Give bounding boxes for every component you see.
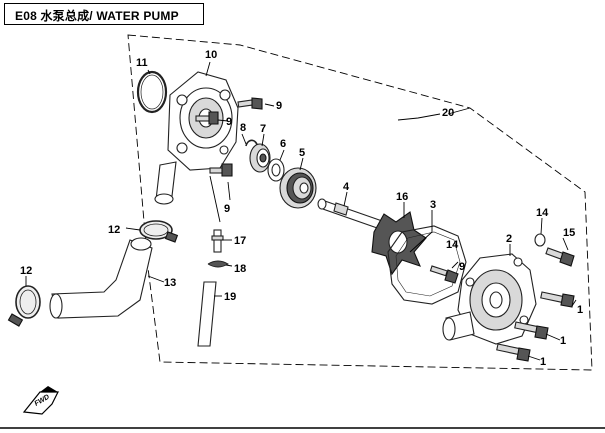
- callout-1: 1: [560, 335, 566, 347]
- callout-1: 1: [540, 356, 546, 368]
- callout-6: 6: [280, 138, 286, 150]
- pump-shaft-part: [317, 198, 386, 231]
- callout-12: 12: [20, 265, 32, 277]
- callout-10: 10: [205, 49, 217, 61]
- callout-4: 4: [343, 181, 350, 193]
- bearing-part: [249, 143, 271, 173]
- callout-3: 3: [430, 199, 436, 211]
- bolt-part: [545, 247, 575, 267]
- bolt-part: [514, 321, 549, 340]
- hose-clamp-part: [7, 285, 41, 327]
- pump-body-part: [442, 253, 537, 345]
- callout-19: 19: [224, 291, 236, 303]
- callout-1: 1: [577, 304, 583, 316]
- gasket-part: [387, 225, 467, 305]
- callout-14: 14: [536, 207, 549, 219]
- callout-12: 12: [108, 224, 120, 236]
- bolt-part: [209, 163, 233, 177]
- callout-20: 20: [442, 107, 454, 119]
- callout-5: 5: [299, 147, 305, 159]
- fwd-arrow-icon: FWD: [22, 386, 59, 415]
- callout-11: 11: [136, 57, 148, 69]
- o-ring-part: [136, 70, 168, 114]
- drain-tube-part: [197, 281, 217, 347]
- assembly-boundary: [127, 34, 593, 371]
- callout-18: 18: [234, 263, 246, 275]
- bolt-part: [237, 97, 263, 110]
- coolant-hose-part: [49, 237, 153, 319]
- callout-17: 17: [234, 235, 246, 247]
- callout-14: 14: [446, 239, 459, 251]
- callout-15: 15: [563, 227, 575, 239]
- bolt-part: [540, 291, 575, 308]
- small-clip-part: [207, 260, 229, 268]
- bolt-part: [496, 343, 531, 362]
- diagram-title: E08 水泵总成/ WATER PUMP: [4, 3, 204, 25]
- callout-8: 8: [240, 122, 246, 134]
- callout-16: 16: [396, 191, 408, 203]
- washer-part: [267, 158, 285, 182]
- callout-2: 2: [506, 233, 512, 245]
- impeller-part: [371, 211, 427, 276]
- leader-lines: [25, 61, 577, 361]
- callout-7: 7: [260, 123, 266, 135]
- callout-9: 9: [276, 100, 282, 112]
- callout-9: 9: [226, 116, 232, 128]
- callout-9: 9: [459, 261, 465, 273]
- callout-13: 13: [164, 277, 176, 289]
- hose-nipple-part: [211, 229, 224, 253]
- callout-9: 9: [224, 203, 230, 215]
- bolt-part: [195, 111, 219, 125]
- pump-cover-part: [154, 71, 239, 205]
- mechanical-seal-part: [279, 167, 317, 209]
- bolt-part: [429, 265, 459, 284]
- washer-part: [534, 233, 546, 247]
